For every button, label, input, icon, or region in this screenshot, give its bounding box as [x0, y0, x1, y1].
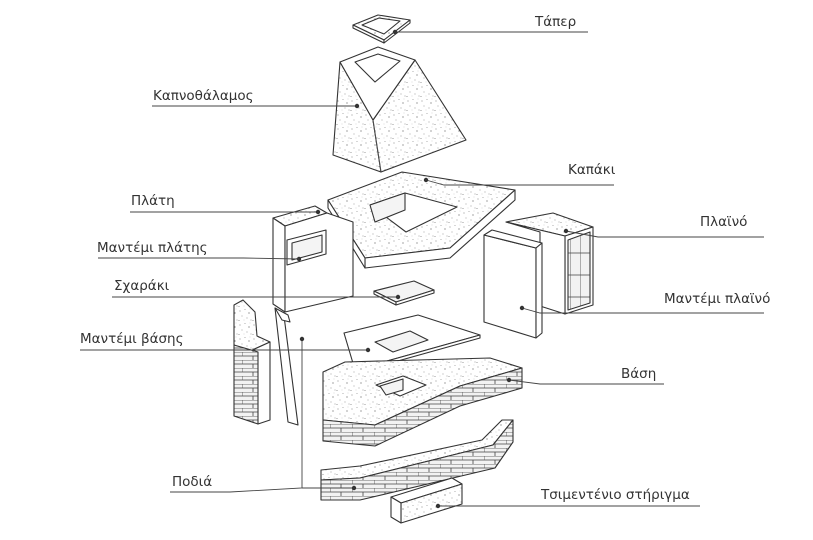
- part-labels: Τάπερ Καπνοθάλαμος Καπάκι Πλάτη Πλαϊνό Μ…: [80, 14, 770, 503]
- label-kapaki: Καπάκι: [568, 162, 616, 178]
- label-plaino: Πλαϊνό: [700, 214, 747, 230]
- plaino-part: [505, 212, 594, 315]
- label-mantemi-platis: Μαντέμι πλάτης: [97, 240, 208, 256]
- label-mantemi-vasis: Μαντέμι βάσης: [80, 331, 184, 347]
- label-vasi: Βάση: [621, 366, 656, 382]
- leader-lines: [80, 29, 764, 509]
- tsimentenio-stirigma-part: [390, 477, 463, 524]
- mantemi-platis-part: [286, 229, 327, 266]
- podia-front-part: [320, 419, 514, 501]
- podia-panel-part: [274, 307, 299, 426]
- label-scharaki: Σχαράκι: [114, 278, 170, 294]
- kapnothalamos-part: [332, 46, 467, 173]
- mantemi-plainou-part: [483, 229, 543, 339]
- label-tsimentenio-stirigma: Τσιμεντένιο στήριγμα: [540, 487, 690, 503]
- vasi-part: [322, 357, 523, 447]
- label-kapnothalamos: Καπνοθάλαμος: [153, 88, 254, 104]
- label-mantemi-plainou: Μαντέμι πλαϊνό: [664, 291, 770, 307]
- podia-left-part: [233, 299, 271, 425]
- taper-part: [352, 14, 411, 44]
- mantemi-vasis-part: [343, 314, 481, 374]
- label-plati: Πλάτη: [131, 193, 175, 209]
- label-podia: Ποδιά: [172, 474, 212, 490]
- label-taper: Τάπερ: [534, 14, 576, 30]
- scharaki-part: [373, 280, 435, 306]
